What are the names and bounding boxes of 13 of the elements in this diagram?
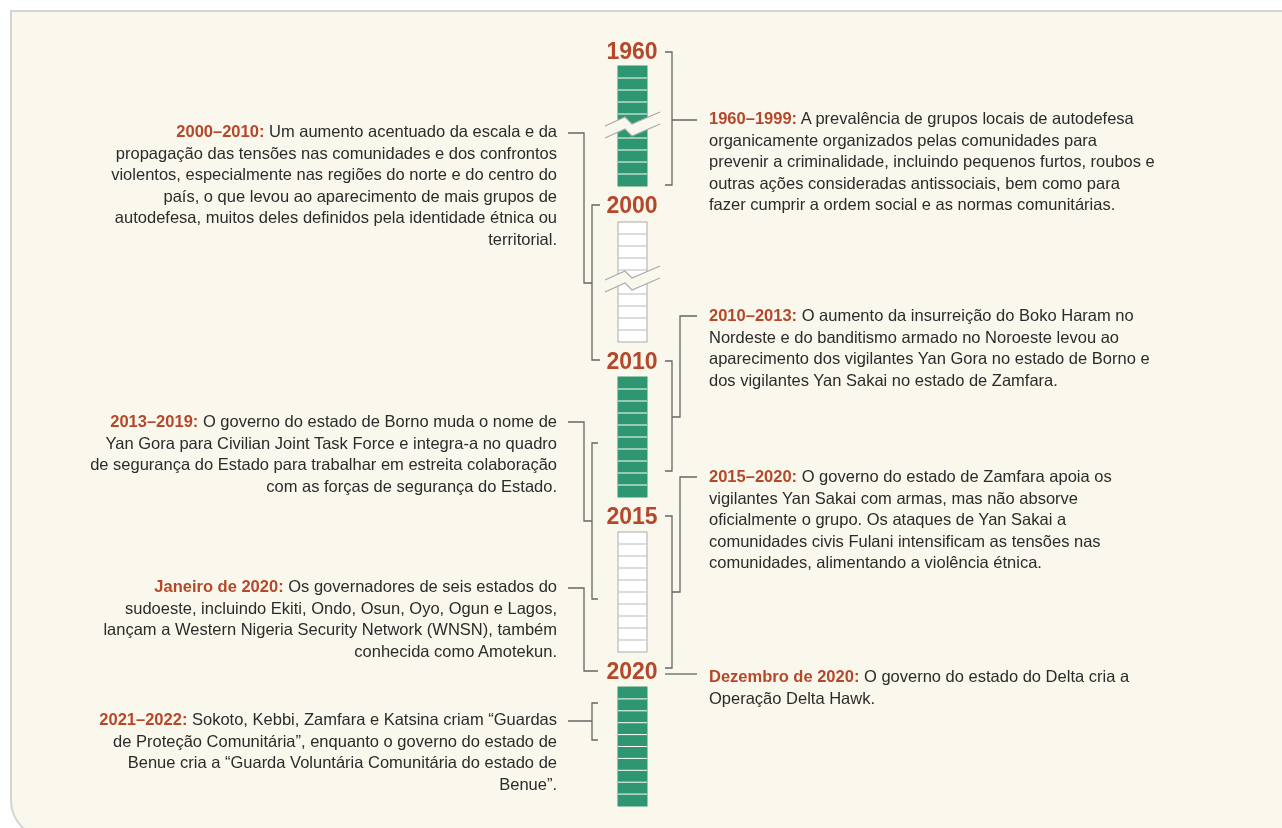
year-label: 2010 xyxy=(606,348,658,374)
year-label: 1960 xyxy=(606,38,658,64)
event-text: 2010–2013: O aumento da insurreição do Boko Haram no Nordeste e do banditismo armado no Noroeste levou ao aparecimento dos vigilantes Yan Gora no estado de Borno e dos vigilantes Yan Sakai no estado de Zamfara. xyxy=(709,305,1151,391)
event-text: 2000–2010: Um aumento acentuado da escala e da propagação das tensões nas comunidades e dos confrontos violentos, especialmente nas regiões do norte e do centro do país, o que levou ao aparecimento de mais grupos de autodefesa, muitos deles definidos pela identidade étnica ou territorial. xyxy=(110,121,557,250)
event-text: 2021–2022: Sokoto, Kebbi, Zamfara e Katsina criam “Guardas de Proteção Comunitária”, enquanto o governo do estado de Benue cria a “Guarda Voluntária Comunitária do estado de Benue”. xyxy=(98,709,557,795)
event-text: Dezembro de 2020: O governo do estado do Delta cria a Operação Delta Hawk. xyxy=(709,666,1131,709)
event-text: 2013–2019: O governo do estado de Borno muda o nome de Yan Gora para Civilian Joint Task Force e integra-a no quadro de segurança do Estado para trabalhar em estreita colaboração com as forças de segurança do Estado. xyxy=(89,411,557,497)
year-label: 2000 xyxy=(606,192,658,218)
event-text: 1960–1999: A prevalência de grupos locais de autodefesa organicamente organizados pelas comunidades para prevenir a criminalidade, incluindo pequenos furtos, roubos e outras ações consideradas antissociais, bem como para fazer cumprir a ordem social e as normas comunitárias. xyxy=(709,108,1156,215)
year-label: 2020 xyxy=(606,658,658,684)
event-text: 2015–2020: O governo do estado de Zamfara apoia os vigilantes Yan Sakai com armas, mas não absorve oficialmente o grupo. Os ataques de Yan Sakai a comunidades civis Fulani intensificam as tensões nas comunidades, alimentando a violência étnica. xyxy=(709,466,1113,573)
year-label: 2015 xyxy=(606,503,658,529)
event-text: Janeiro de 2020: Os governadores de seis estados do sudoeste, incluindo Ekiti, Ondo, Osun, Oyo, Ogun e Lagos, lançam a Western Nigeria Security Network (WNSN), também conhecida como Amotekun. xyxy=(102,576,557,662)
